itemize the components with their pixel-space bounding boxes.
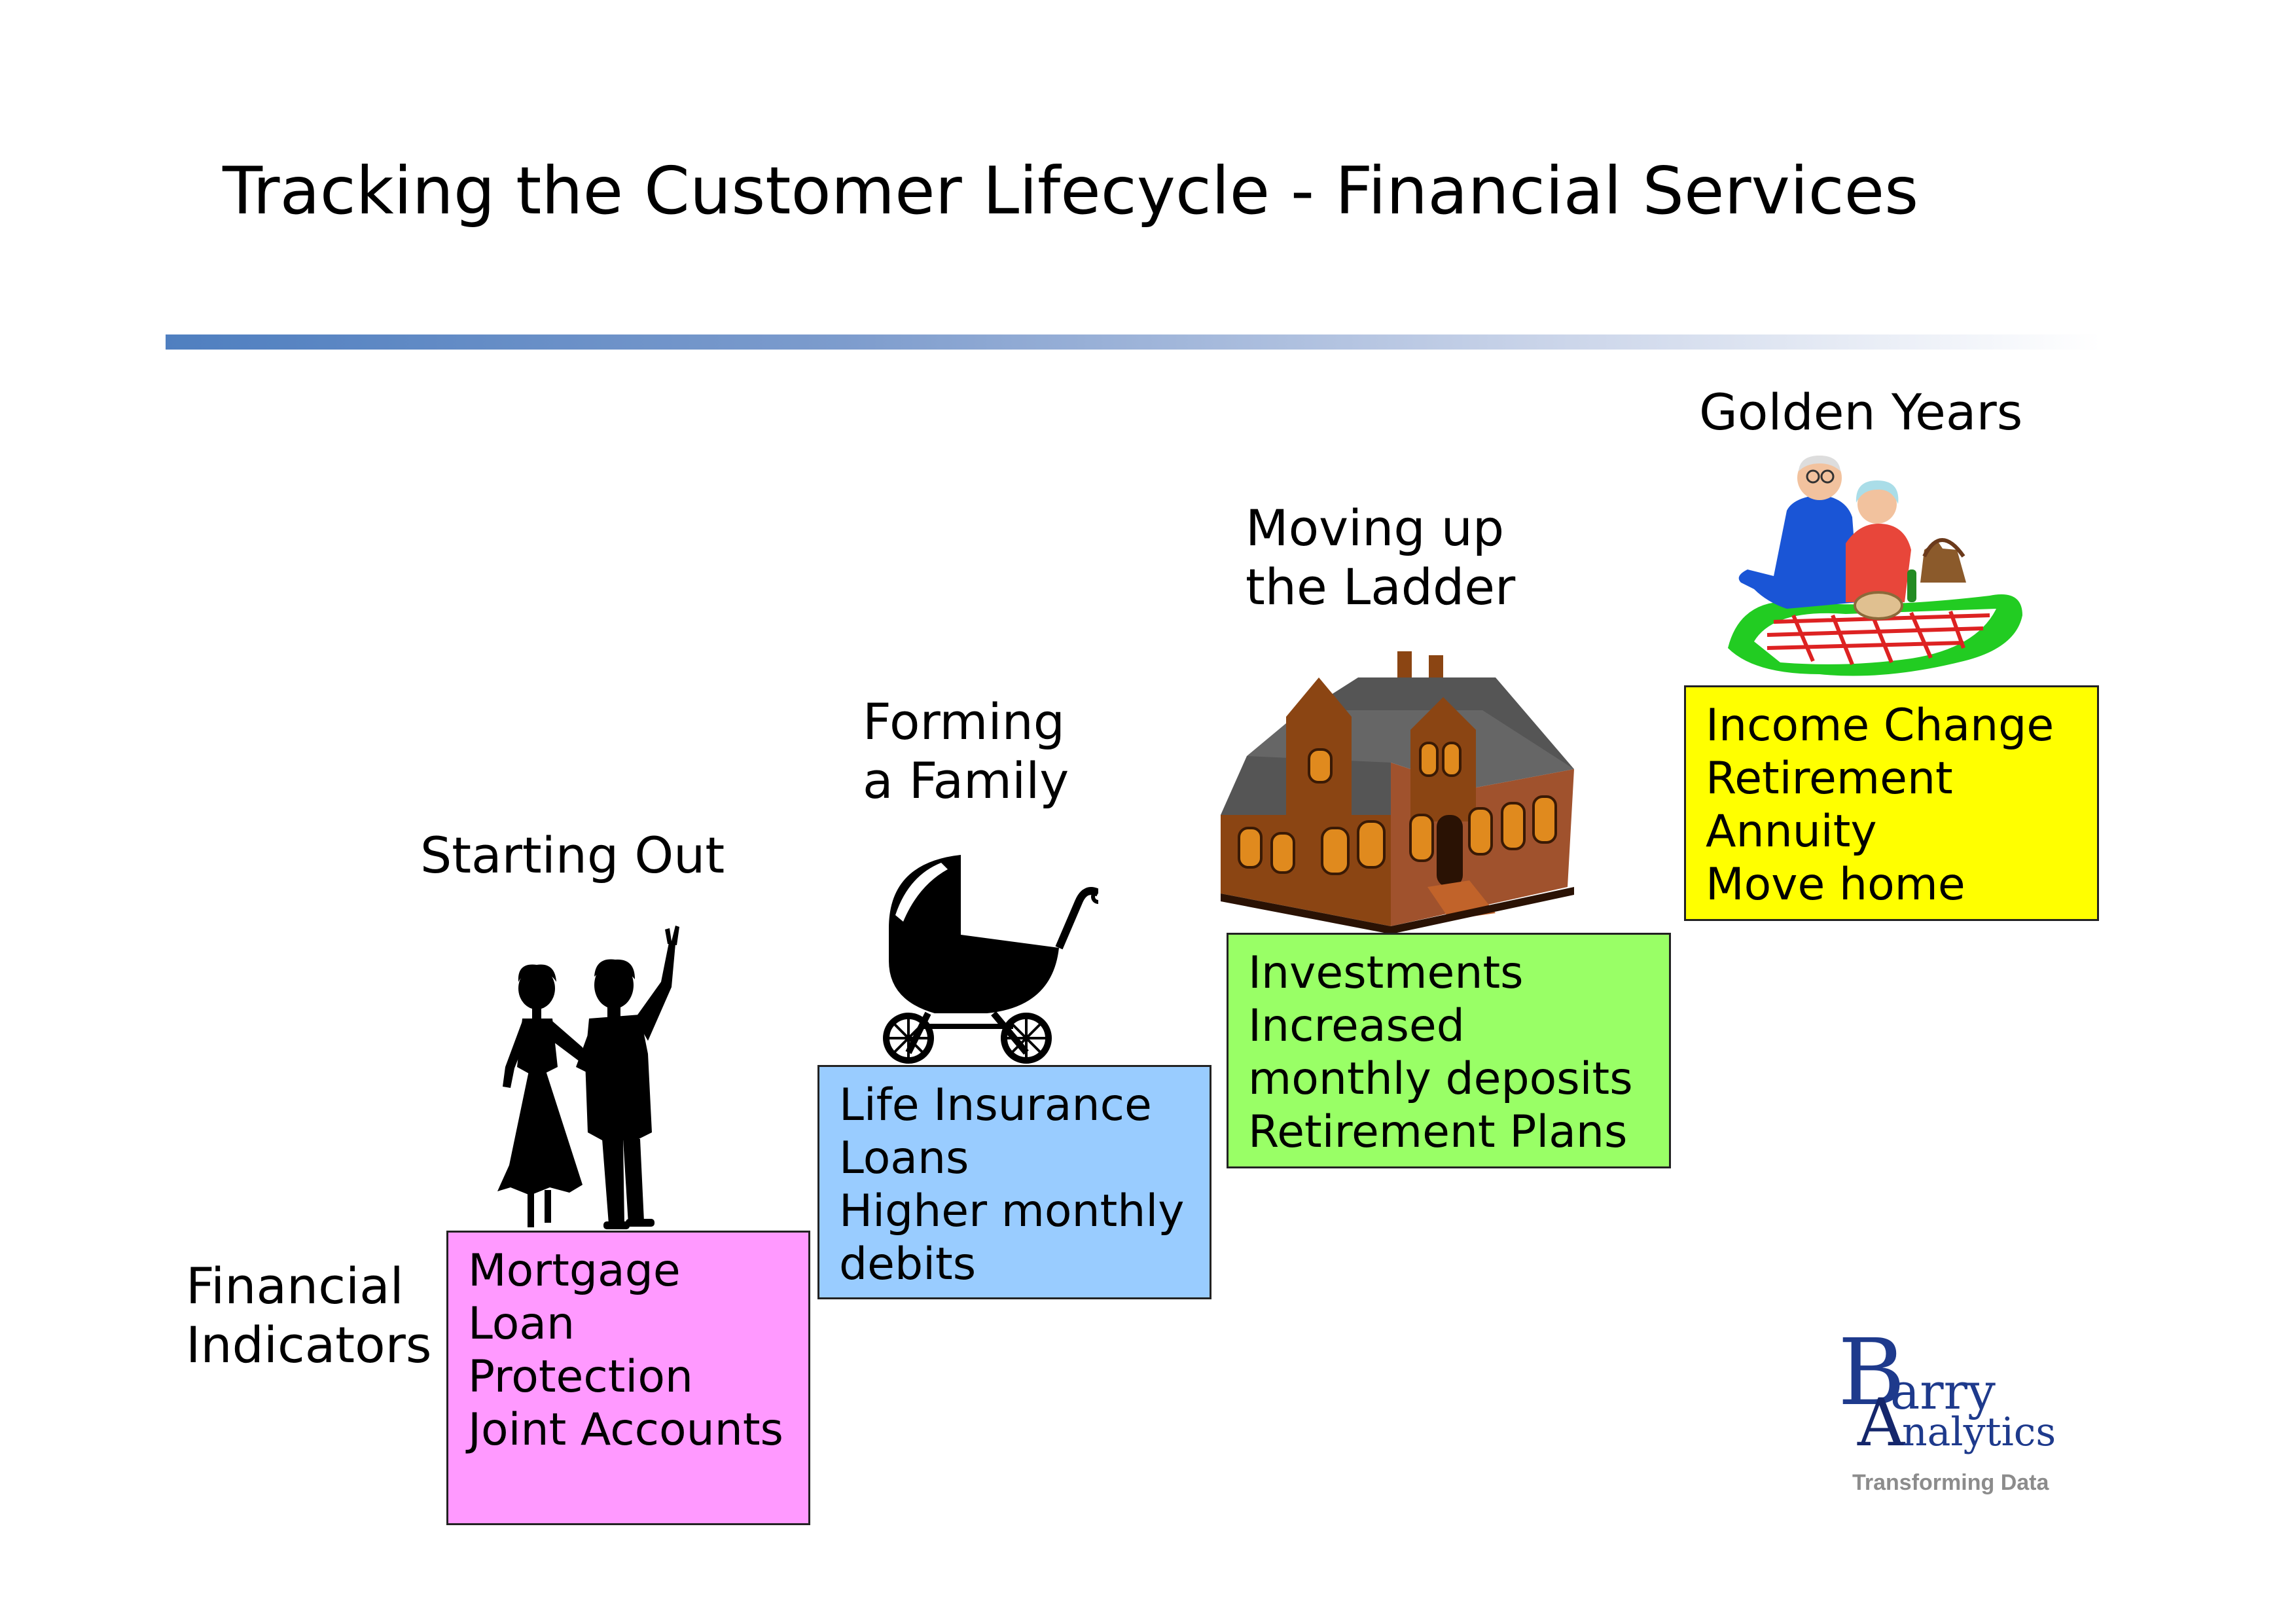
stage-label-starting-out: Starting Out: [420, 826, 725, 885]
house-icon: [1221, 651, 1574, 933]
indicator-item: monthly deposits: [1248, 1053, 1633, 1105]
stage-label-golden-years: Golden Years: [1699, 383, 2022, 442]
logo-letter-b: B: [1838, 1320, 1905, 1426]
indicator-item: Higher monthly: [839, 1185, 1185, 1237]
stage-name-line: Starting Out: [420, 826, 725, 884]
stage-name-line: Forming: [863, 693, 1065, 751]
title-divider: [166, 334, 2101, 350]
indicator-box-forming-family: Life Insurance Loans Higher monthly debi…: [817, 1065, 1211, 1299]
indicator-item: debits: [839, 1238, 977, 1290]
indicator-item: Life Insurance: [839, 1079, 1152, 1131]
indicator-item: Loans: [839, 1132, 969, 1184]
stage-label-forming-family: Forming a Family: [863, 693, 1069, 810]
stage-name-line: a Family: [863, 751, 1069, 810]
baby-pram-icon: [863, 850, 1098, 1066]
indicator-item: Retirement Plans: [1248, 1106, 1628, 1158]
logo-letter-a: A: [1857, 1384, 1905, 1461]
stage-name-line: Golden Years: [1699, 383, 2023, 441]
indicator-item: Joint Accounts: [468, 1404, 783, 1456]
indicator-item: Increased: [1248, 1000, 1465, 1052]
indicator-item: Move home: [1706, 859, 1965, 911]
elderly-couple-picnic-icon: [1715, 452, 2029, 687]
stage-name-line: the Ladder: [1246, 558, 1516, 616]
financial-indicators-label: Financial Indicators: [186, 1257, 431, 1375]
indicator-item: Retirement: [1706, 753, 1953, 804]
logo-tagline: Transforming Data: [1852, 1470, 2049, 1495]
couple-silhouette-icon: [471, 916, 694, 1234]
indicator-item: Protection: [468, 1351, 694, 1403]
stage-label-moving-up: Moving up the Ladder: [1246, 499, 1515, 617]
indicator-item: Income Change: [1706, 700, 2054, 751]
indicator-item: Annuity: [1706, 806, 1877, 857]
logo-text-nalytics: nalytics: [1902, 1409, 2056, 1455]
indicator-box-starting-out: Mortgage Loan Protection Joint Accounts: [446, 1231, 810, 1525]
axis-label-line: Financial: [186, 1257, 404, 1315]
indicator-box-golden-years: Income Change Retirement Annuity Move ho…: [1684, 685, 2099, 921]
indicator-box-moving-up: Investments Increased monthly deposits R…: [1227, 933, 1671, 1168]
indicator-item: Loan: [468, 1298, 575, 1350]
indicator-item: Mortgage: [468, 1245, 681, 1297]
page-title: Tracking the Customer Lifecycle - Financ…: [223, 153, 1919, 229]
axis-label-line: Indicators: [186, 1316, 432, 1374]
indicator-item: Investments: [1248, 947, 1524, 999]
logo-text-arry: arry: [1890, 1362, 1996, 1420]
stage-name-line: Moving up: [1246, 499, 1505, 557]
barry-analytics-logo: B arry A nalytics Transforming Data: [1838, 1327, 2073, 1511]
